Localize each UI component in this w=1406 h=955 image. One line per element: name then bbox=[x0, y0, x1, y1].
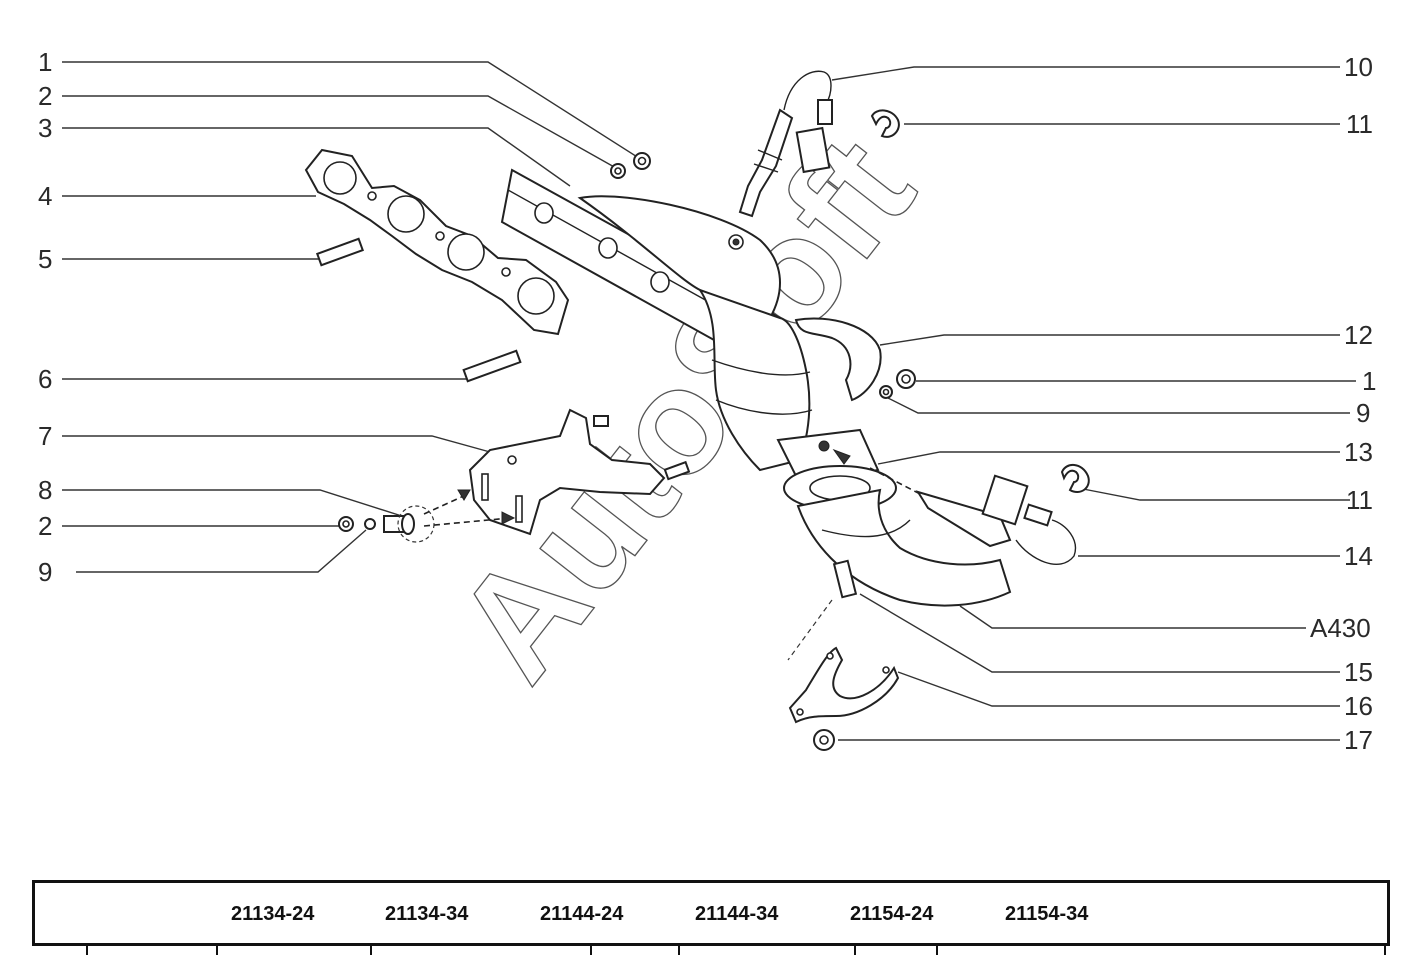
table-divider bbox=[936, 946, 938, 955]
table-divider bbox=[86, 946, 88, 955]
gasket-part bbox=[304, 148, 570, 336]
callout-label: 4 bbox=[38, 181, 52, 211]
assembly-arrows bbox=[423, 448, 921, 527]
callout-label: 8 bbox=[38, 475, 52, 505]
callout-label: 11 bbox=[1346, 485, 1373, 515]
callout-label: 12 bbox=[1344, 320, 1373, 350]
callout-label: 15 bbox=[1344, 657, 1373, 687]
leader-lines-right bbox=[831, 66, 1356, 741]
table-divider bbox=[370, 946, 372, 955]
callouts-right: 10 11 12 1 9 13 11 14 A430 15 16 17 bbox=[1310, 52, 1376, 755]
oxygen-sensor-part bbox=[738, 70, 833, 218]
table-divider bbox=[1384, 946, 1386, 955]
downpipe-part bbox=[776, 428, 1012, 607]
watermark: AutoSoft bbox=[423, 107, 945, 709]
stud-part bbox=[315, 237, 522, 383]
clip-part bbox=[870, 109, 1090, 494]
callout-label: 5 bbox=[38, 244, 52, 274]
callout-label: 14 bbox=[1344, 541, 1373, 571]
table-row-dividers bbox=[32, 946, 1390, 955]
callouts-left: 1 2 3 4 5 6 7 8 2 9 bbox=[38, 47, 52, 587]
callout-label: 10 bbox=[1344, 52, 1373, 82]
table-column-header: 21154-24 bbox=[850, 903, 934, 925]
callout-label: 11 bbox=[1346, 109, 1373, 139]
callout-label: 9 bbox=[1356, 398, 1370, 428]
applicability-table: 21134-24 21134-34 21144-24 21144-34 2115… bbox=[32, 880, 1390, 946]
leader-lines-left bbox=[62, 61, 643, 573]
callout-label: 6 bbox=[38, 364, 52, 394]
table-divider bbox=[854, 946, 856, 955]
oxygen-sensor-lower-part bbox=[915, 474, 1077, 565]
callout-label: 1 bbox=[38, 47, 52, 77]
callout-label: 2 bbox=[38, 511, 52, 541]
table-column-header: 21144-24 bbox=[540, 903, 624, 925]
callout-label: 3 bbox=[38, 113, 52, 143]
table-column-header: 21144-34 bbox=[695, 903, 779, 925]
table-column-header: 21154-34 bbox=[1005, 903, 1089, 925]
callout-label: 1 bbox=[1362, 366, 1376, 396]
callout-label: 9 bbox=[38, 557, 52, 587]
manifold-part bbox=[500, 168, 813, 472]
heat-shield-part bbox=[794, 317, 882, 402]
table-divider bbox=[678, 946, 680, 955]
table-divider bbox=[590, 946, 592, 955]
table-column-header: 21134-34 bbox=[385, 903, 469, 925]
bracket-part bbox=[468, 408, 691, 536]
nut-right-part bbox=[879, 369, 916, 399]
bolt-part bbox=[338, 505, 435, 543]
nut-part bbox=[610, 152, 651, 179]
callout-label: 16 bbox=[1344, 691, 1373, 721]
clamp-part bbox=[787, 559, 900, 751]
callout-label: 2 bbox=[38, 81, 52, 111]
callout-label: 7 bbox=[38, 421, 52, 451]
table-column-header: 21134-24 bbox=[231, 903, 315, 925]
callout-label: 13 bbox=[1344, 437, 1373, 467]
callout-label: 17 bbox=[1344, 725, 1373, 755]
callout-label: A430 bbox=[1310, 613, 1371, 643]
table-divider bbox=[216, 946, 218, 955]
